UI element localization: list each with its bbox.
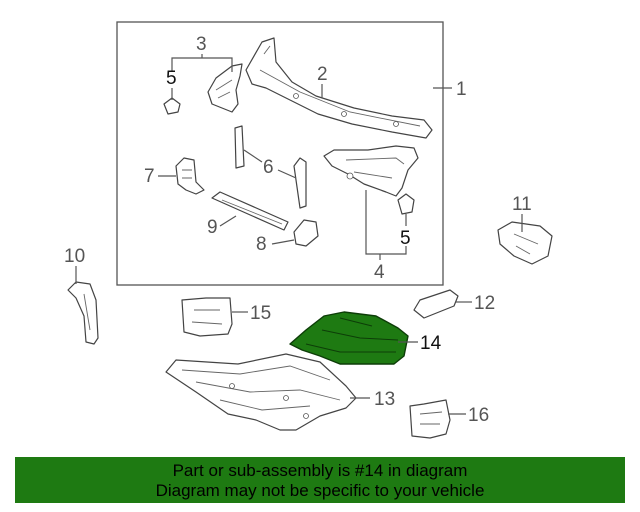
callout-11: 11: [512, 194, 532, 215]
part-15-bracket[interactable]: [181, 297, 233, 337]
part-13-under-cover[interactable]: [165, 353, 357, 431]
part-8-bracket[interactable]: [293, 219, 319, 247]
callout-14: 14: [420, 333, 442, 354]
part-5-clip-lower[interactable]: [397, 193, 415, 215]
banner-line-1: Part or sub-assembly is #14 in diagram: [172, 461, 468, 480]
info-banner: Part or sub-assembly is #14 in diagram D…: [15, 457, 625, 503]
part-4-side-panel[interactable]: [323, 145, 419, 197]
callout-1: 1: [456, 79, 467, 100]
callout-10: 10: [64, 246, 85, 267]
callout-13: 13: [374, 389, 395, 410]
part-3-bracket[interactable]: [207, 63, 243, 113]
callout-15: 15: [250, 303, 271, 324]
part-7-bracket[interactable]: [175, 157, 205, 195]
callout-7: 7: [144, 166, 155, 187]
part-5-clip-upper[interactable]: [163, 97, 181, 115]
callout-16: 16: [468, 405, 489, 426]
part-2-radiator-support[interactable]: [245, 37, 433, 139]
part-12-bracket[interactable]: [413, 289, 459, 319]
callout-9: 9: [207, 217, 218, 238]
banner-line-2: Diagram may not be specific to your vehi…: [155, 481, 485, 500]
part-11-bracket[interactable]: [497, 221, 553, 265]
callout-12: 12: [474, 293, 495, 314]
callout-4: 4: [374, 262, 385, 283]
part-9-lower-bar[interactable]: [211, 191, 289, 231]
part-6-brace[interactable]: [234, 125, 307, 209]
callout-8: 8: [256, 234, 267, 255]
assembly-frame: [116, 21, 444, 286]
part-10-bracket[interactable]: [67, 281, 99, 345]
callout-6: 6: [263, 157, 274, 178]
parts-diagram: 2 1 3 5 6 7 9 8: [64, 21, 553, 439]
callout-3: 3: [196, 34, 207, 55]
callout-5-lower: 5: [400, 228, 411, 249]
part-14-engine-under-cover[interactable]: [289, 311, 409, 365]
callout-2: 2: [317, 64, 328, 85]
part-16-bracket[interactable]: [409, 399, 451, 439]
callout-5-upper: 5: [166, 68, 177, 89]
